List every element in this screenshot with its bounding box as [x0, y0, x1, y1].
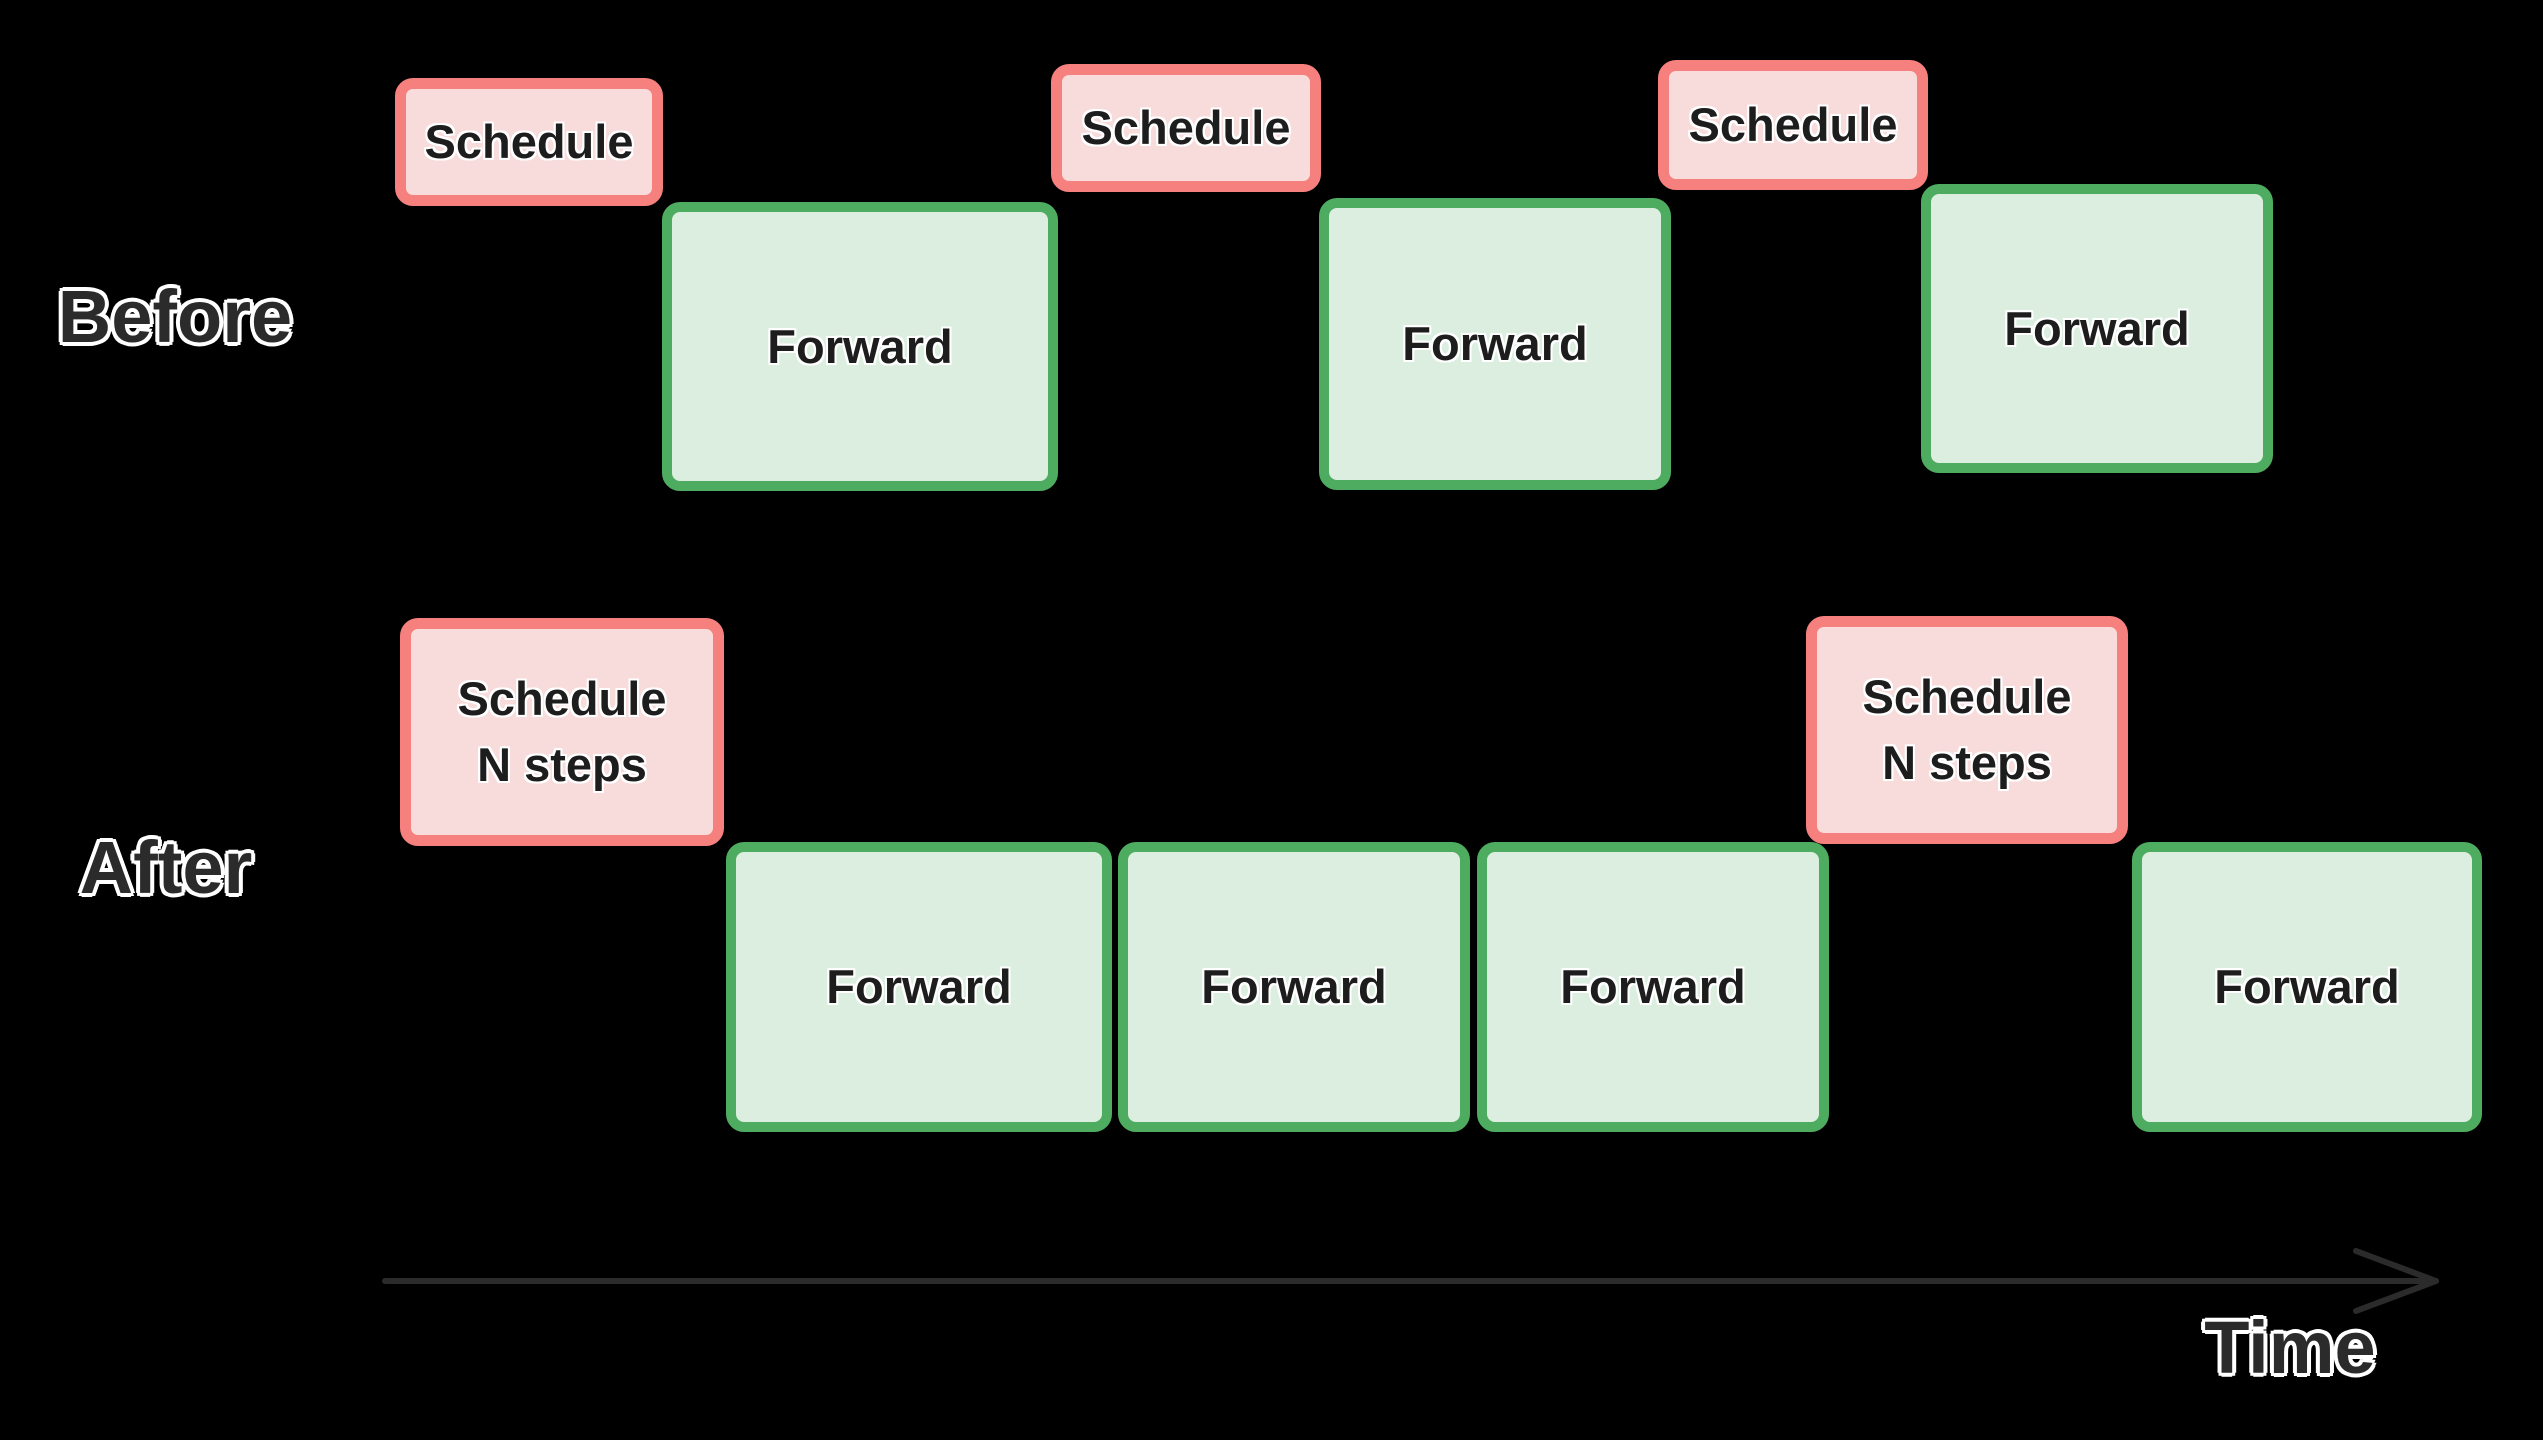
row-label-before: Before	[57, 275, 293, 358]
box-label: Forward	[2214, 960, 2400, 1014]
schedule-nsteps-box: Schedule N steps	[400, 618, 724, 846]
box-label: Schedule	[1081, 101, 1291, 155]
box-label: Schedule N steps	[457, 672, 667, 791]
schedule-box: Schedule	[1051, 64, 1321, 192]
schedule-box: Schedule	[395, 78, 663, 206]
time-axis-label: Time	[2204, 1306, 2376, 1389]
time-arrow-head	[2353, 1248, 2439, 1284]
box-label: Forward	[1402, 317, 1588, 371]
forward-box: Forward	[1118, 842, 1470, 1132]
row-label-after: After	[79, 826, 253, 909]
schedule-box: Schedule	[1658, 60, 1928, 190]
forward-box: Forward	[726, 842, 1112, 1132]
box-label: Forward	[1560, 960, 1746, 1014]
box-label: Schedule	[1688, 98, 1898, 152]
box-label: Forward	[767, 319, 953, 373]
box-label: Schedule N steps	[1862, 670, 2072, 789]
forward-box: Forward	[1319, 198, 1671, 490]
forward-box: Forward	[2132, 842, 2482, 1132]
box-label: Schedule	[424, 115, 634, 169]
box-label: Forward	[1201, 960, 1387, 1014]
schedule-nsteps-box: Schedule N steps	[1806, 616, 2128, 844]
forward-box: Forward	[662, 202, 1058, 491]
forward-box: Forward	[1477, 842, 1829, 1132]
box-label: Forward	[2004, 301, 2190, 355]
forward-box: Forward	[1921, 184, 2273, 473]
box-label: Forward	[826, 960, 1012, 1014]
